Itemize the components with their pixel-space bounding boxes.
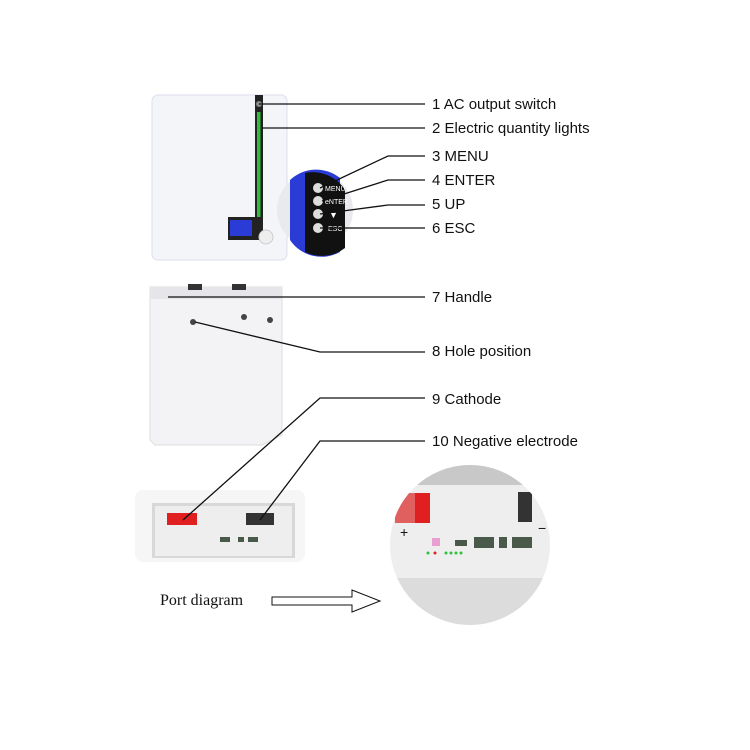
enter-text: eNTER <box>325 199 348 206</box>
battery-back-view <box>149 284 283 446</box>
lcd-display <box>230 220 252 236</box>
port-zoom-circle: + − <box>390 465 550 625</box>
callout-2: 2 Electric quantity lights <box>432 120 590 137</box>
port-panel-view <box>135 490 305 562</box>
up-arrow-icon: ▼ <box>329 210 338 220</box>
menu-text: MENU <box>325 186 346 193</box>
enter-button[interactable] <box>313 196 323 206</box>
up-button[interactable] <box>313 209 323 219</box>
callout-3: 3 MENU <box>432 148 489 165</box>
rj45-port <box>474 537 494 548</box>
esc-button[interactable] <box>313 223 323 233</box>
cathode-terminal <box>167 513 197 525</box>
battery-front-view <box>151 94 288 261</box>
electric-quantity-lights <box>257 112 261 222</box>
callout-10: 10 Negative electrode <box>432 433 578 450</box>
callout-7: 7 Handle <box>432 289 493 306</box>
arrow-icon <box>271 589 382 613</box>
positive-sign: + <box>400 524 408 540</box>
callout-1: 1 AC output switch <box>432 96 557 113</box>
callout-4: 4 ENTER <box>432 172 496 189</box>
leader-lines <box>168 103 425 521</box>
callout-6: 6 ESC <box>432 220 476 237</box>
negative-sign: − <box>538 520 546 536</box>
callout-5: 5 UP <box>432 196 466 213</box>
port-diagram-label: Port diagram <box>160 592 244 609</box>
callout-9: 9 Cathode <box>432 391 502 408</box>
handle <box>188 284 202 290</box>
menu-button[interactable] <box>313 183 323 193</box>
esc-text: ESC <box>328 226 342 233</box>
control-panel-zoom: MENU eNTER ▼ ESC <box>277 169 353 257</box>
callout-8: 8 Hole position <box>432 343 532 360</box>
